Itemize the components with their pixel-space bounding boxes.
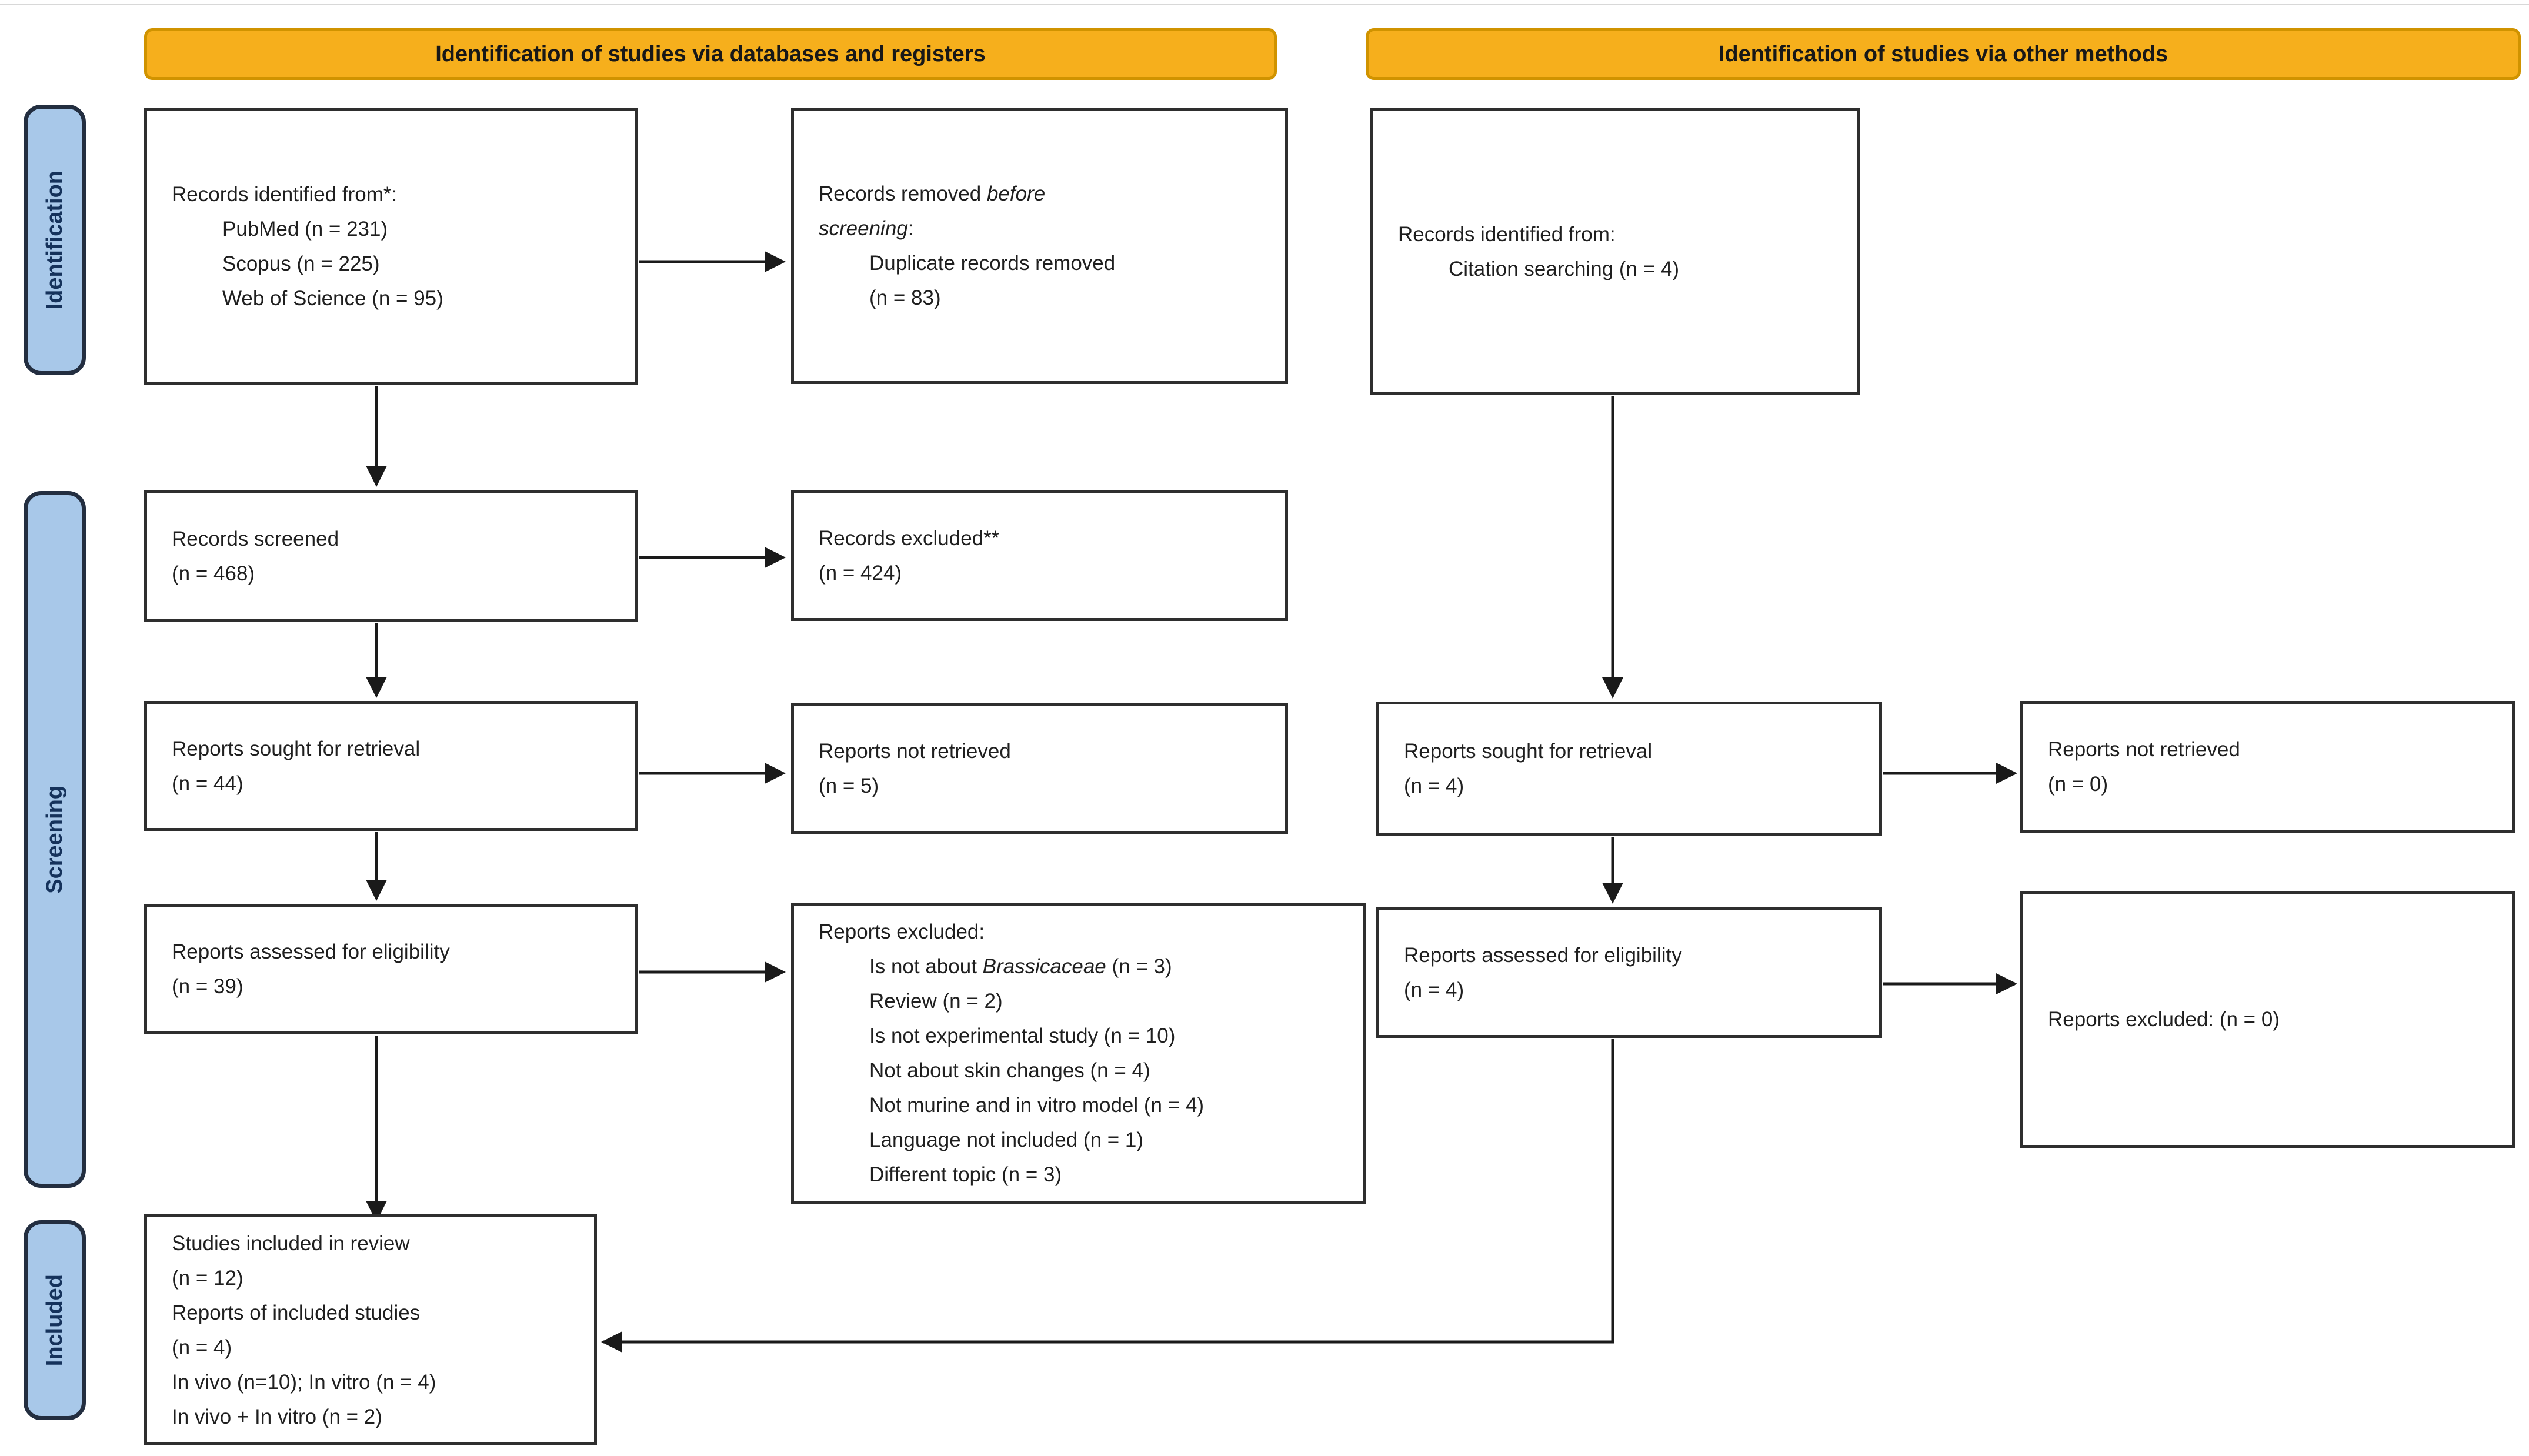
text-line: Reports sought for retrieval: [1404, 740, 1653, 763]
box-reports-sought-other: Reports sought for retrieval (n = 4): [1376, 702, 1882, 836]
text-line: Review (n = 2): [869, 990, 1003, 1013]
text-line: Is not experimental study (n = 10): [869, 1024, 1176, 1047]
text-line: Not murine and in vitro model (n = 4): [869, 1094, 1205, 1117]
text-line: Reports assessed for eligibility: [172, 940, 450, 963]
text-line: PubMed (n = 231): [222, 218, 388, 241]
box-reports-excluded-reasons: Reports excluded: Is not about Brassicac…: [791, 903, 1366, 1204]
text-line: (n = 5): [819, 774, 879, 797]
text-line: Records identified from*:: [172, 183, 398, 206]
top-divider: [0, 4, 2529, 5]
box-studies-included: Studies included in review (n = 12) Repo…: [144, 1214, 597, 1445]
text-line: In vivo (n=10); In vitro (n = 4): [172, 1370, 436, 1394]
text-line: Records removed before: [819, 182, 1046, 205]
text-line: Language not included (n = 1): [869, 1128, 1144, 1151]
box-reports-not-retrieved-other: Reports not retrieved (n = 0): [2020, 701, 2515, 833]
text-line: (n = 44): [172, 772, 243, 795]
text-line: Different topic (n = 3): [869, 1163, 1062, 1186]
box-reports-assessed-databases: Reports assessed for eligibility (n = 39…: [144, 904, 638, 1034]
banner-other-methods: Identification of studies via other meth…: [1366, 28, 2521, 80]
text-line: Reports of included studies: [172, 1301, 421, 1324]
text-line: Reports sought for retrieval: [172, 737, 421, 760]
box-records-identified-other-methods: Records identified from: Citation search…: [1370, 108, 1860, 395]
box-records-screened: Records screened (n = 468): [144, 490, 638, 622]
text-line: Reports not retrieved: [2048, 738, 2240, 761]
text-line: Studies included in review: [172, 1231, 410, 1255]
box-records-excluded: Records excluded** (n = 424): [791, 490, 1288, 621]
text-line: Reports assessed for eligibility: [1404, 943, 1682, 967]
text-line: (n = 83): [869, 286, 941, 309]
text-line: (n = 4): [1404, 978, 1464, 1001]
text-line: Scopus (n = 225): [222, 252, 380, 275]
text-line: In vivo + In vitro (n = 2): [172, 1405, 382, 1428]
text-line: Reports not retrieved: [819, 740, 1011, 763]
text-line: (n = 4): [172, 1335, 232, 1359]
text-line: screening:: [819, 217, 914, 240]
text-line: (n = 39): [172, 975, 243, 998]
text-line: Reports excluded: (n = 0): [2048, 1008, 2280, 1031]
text-line: Citation searching (n = 4): [1449, 257, 1680, 280]
box-reports-assessed-other: Reports assessed for eligibility (n = 4): [1376, 907, 1882, 1038]
box-records-identified-databases: Records identified from*: PubMed (n = 23…: [144, 108, 638, 385]
text-line: Duplicate records removed: [869, 252, 1116, 275]
text-line: (n = 424): [819, 561, 902, 585]
text-line: Is not about Brassicaceae (n = 3): [869, 955, 1172, 978]
text-line: (n = 12): [172, 1266, 243, 1290]
text-line: Web of Science (n = 95): [222, 287, 443, 310]
box-reports-sought-databases: Reports sought for retrieval (n = 44): [144, 701, 638, 831]
text-line: Reports excluded:: [819, 920, 985, 943]
banner-right-label: Identification of studies via other meth…: [1718, 41, 2168, 66]
arrow-assessed-right-to-included: [601, 1039, 1614, 1353]
banner-left-label: Identification of studies via databases …: [435, 41, 986, 66]
box-records-removed-before-screening: Records removed before screening: Duplic…: [791, 108, 1288, 384]
text-line: Records identified from:: [1398, 222, 1616, 246]
text-line: Records screened: [172, 527, 339, 550]
text-line: (n = 4): [1404, 774, 1464, 797]
banner-databases-registers: Identification of studies via databases …: [144, 28, 1277, 80]
stage-label-identification: Identification: [24, 105, 86, 375]
text-line: Records excluded**: [819, 526, 1000, 550]
box-reports-not-retrieved-databases: Reports not retrieved (n = 5): [791, 703, 1288, 834]
text-line: (n = 468): [172, 562, 255, 585]
stage-label-included: Included: [24, 1220, 86, 1420]
stage-label-screening: Screening: [24, 491, 86, 1188]
text-line: (n = 0): [2048, 773, 2108, 796]
text-line: Not about skin changes (n = 4): [869, 1059, 1150, 1082]
box-reports-excluded-other: Reports excluded: (n = 0): [2020, 891, 2515, 1148]
